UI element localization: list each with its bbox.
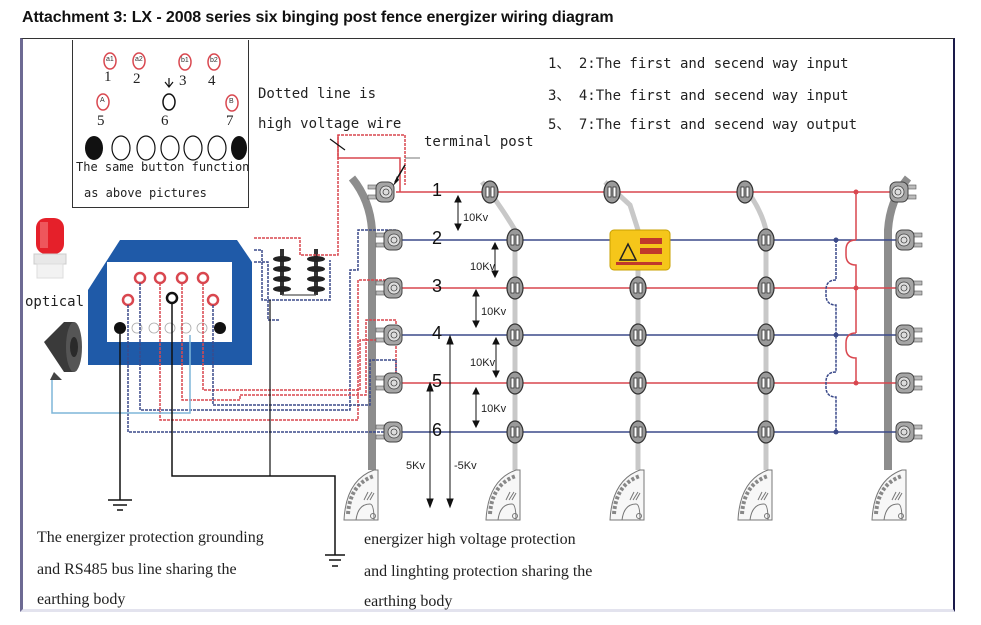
- post-footing-1: [342, 468, 380, 522]
- insulator-wire-3-post-3: [757, 276, 775, 300]
- insulator-wire-3-post-1: [506, 276, 524, 300]
- right-terminal-clamp-3: [895, 277, 923, 299]
- legend-caption-line-1: The same button function: [76, 160, 250, 174]
- terminal-number-4: 4: [208, 73, 216, 89]
- terminal-number-1: 1: [104, 69, 112, 85]
- insulator-wire-2-post-1: [506, 228, 524, 252]
- badge-b2: b2: [210, 57, 218, 64]
- post-footing-4: [736, 468, 774, 522]
- voltage-label-1-2: 10Kv: [463, 212, 489, 224]
- insulator-wire-5-post-2: [629, 371, 647, 395]
- terminal-number-3: 3: [179, 73, 187, 89]
- left-terminal-clamp-4: [375, 324, 403, 346]
- left-terminal-clamp-3: [375, 277, 403, 299]
- right-terminal-clamp-5: [895, 372, 923, 394]
- insulator-wire-6-post-3: [757, 420, 775, 444]
- insulator-wire-5-post-1: [506, 371, 524, 395]
- fence-wires: [396, 191, 900, 433]
- caption-left-line-3: earthing body: [37, 591, 126, 608]
- caption-right-line-2: and linghting protection sharing the: [364, 563, 593, 580]
- voltage-arrows: [426, 194, 500, 509]
- page-title: Attachment 3: LX - 2008 series six bingi…: [22, 9, 614, 26]
- dotted-line-note-2: high voltage wire: [258, 116, 402, 132]
- terminal-post-label: terminal post: [424, 134, 534, 150]
- wire-number-1: 1: [432, 180, 443, 200]
- insulator-wire-2-post-3: [757, 228, 775, 252]
- badge-a: A: [100, 97, 105, 104]
- left-terminal-clamp-2: [375, 229, 403, 251]
- right-terminal-clamp-1: [889, 181, 917, 203]
- caption-left-line-1: The energizer protection grounding: [37, 529, 264, 546]
- warning-sign: [609, 229, 671, 271]
- insulator-wire-5-post-3: [757, 371, 775, 395]
- insulator-wire-4-post-1: [506, 323, 524, 347]
- siren-speaker: [44, 322, 82, 380]
- caption-right-line-1: energizer high voltage protection: [364, 531, 576, 548]
- insulator-wire-3-post-2: [629, 276, 647, 300]
- insulator-wire-4-post-2: [629, 323, 647, 347]
- badge-b1: b1: [181, 57, 189, 64]
- right-terminal-clamp-2: [895, 229, 923, 251]
- caption-left-line-2: and RS485 bus line sharing the: [37, 561, 237, 578]
- port-description-1: 1、 2:The first and secend way input: [548, 56, 849, 72]
- diagram-frame: [20, 38, 955, 612]
- optical-alarm-light: [33, 218, 67, 279]
- right-terminal-clamp-4: [895, 324, 923, 346]
- port-description-3: 5、 7:The first and secend way output: [548, 117, 858, 133]
- post-footing-5: [870, 468, 908, 522]
- badge-a1: a1: [106, 56, 114, 63]
- wire-number-3: 3: [432, 276, 443, 296]
- optical-label: optical: [25, 294, 85, 310]
- voltage-label-5-6: 10Kv: [481, 403, 507, 415]
- insulator-wire-4-post-3: [757, 323, 775, 347]
- wire-number-6: 6: [432, 420, 443, 440]
- post-footing-3: [608, 468, 646, 522]
- span-label-positive: 5Kv: [406, 460, 425, 472]
- right-terminal-clamp-6: [895, 421, 923, 443]
- wire-number-4: 4: [432, 323, 443, 343]
- lightning-arrestor-2: [307, 249, 325, 295]
- legend-terminal-diagram: [85, 52, 247, 161]
- button-legend-box: a1 a2 b1 b2 A B 1 2 3 4 5 6 7 The same b…: [72, 40, 249, 208]
- voltage-label-3-4: 10Kv: [481, 306, 507, 318]
- left-terminal-clamp-1: [367, 181, 395, 203]
- left-terminal-clamp-5: [375, 372, 403, 394]
- blue-bus-bar: [825, 240, 837, 432]
- dotted-line-note-1: Dotted line is: [258, 86, 377, 102]
- badge-a2: a2: [135, 56, 143, 63]
- wire-number-2: 2: [432, 228, 443, 248]
- wire-number-5: 5: [432, 371, 443, 391]
- legend-caption-line-2: as above pictures: [84, 186, 207, 200]
- terminal-number-5: 5: [97, 113, 105, 129]
- red-bus-bar: [845, 192, 857, 383]
- port-description-2: 3、 4:The first and secend way input: [548, 88, 849, 104]
- insulator-wire-1-post-1: [481, 180, 499, 204]
- insulator-wire-6-post-2: [629, 420, 647, 444]
- caption-right-line-3: earthing body: [364, 593, 453, 610]
- signal-wire: [51, 335, 191, 414]
- span-label-negative: -5Kv: [454, 460, 477, 472]
- post-footing-2: [484, 468, 522, 522]
- lightning-arrestor-1: [273, 249, 291, 295]
- voltage-label-4-5: 10Kv: [470, 357, 496, 369]
- terminal-number-6: 6: [161, 113, 169, 129]
- energizer-unit: [88, 240, 252, 365]
- terminal-number-2: 2: [133, 71, 141, 87]
- voltage-label-2-3: 10Kv: [470, 261, 496, 273]
- ground-symbol-left: [108, 499, 132, 511]
- badge-b: B: [229, 98, 234, 105]
- ground-symbol-right: [325, 554, 345, 567]
- insulator-wire-6-post-1: [506, 420, 524, 444]
- left-end-post: [348, 175, 376, 470]
- ground-wire-right: [171, 303, 336, 555]
- terminal-number-7: 7: [226, 113, 234, 129]
- insulator-wire-1-post-3: [736, 180, 754, 204]
- insulator-wire-1-post-2: [603, 180, 621, 204]
